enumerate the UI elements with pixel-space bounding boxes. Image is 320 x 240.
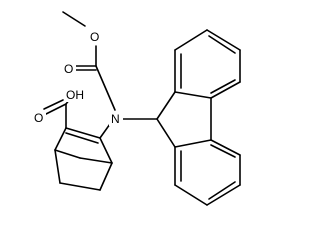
bond-lower-ring-3 [206, 184, 241, 206]
bond-carbonyl-c-n [95, 65, 116, 111]
bond-c9-c9a [156, 91, 176, 120]
bond-n-c3 [99, 123, 111, 139]
bond-c6-c5 [59, 182, 101, 191]
bond-c2-c3-double-b [65, 132, 99, 144]
bond-c5-c4 [99, 162, 113, 191]
bond-c2-c3-double-a [65, 127, 101, 139]
bond-c7-c4 [79, 157, 113, 164]
methoxy-oxygen-label: O [90, 30, 99, 44]
hydroxyl-label: OH [66, 88, 84, 102]
fluorenyl-group [156, 29, 241, 206]
bond-c1-c6 [54, 149, 61, 184]
bond-lower-ring-inner-3 [210, 144, 236, 158]
methoxycarbonyl-group [62, 11, 116, 111]
carboxylic-acid-group [43, 98, 71, 129]
bond-upper-ring-inner-3 [210, 79, 236, 94]
atom-labels: O O N OH O [32, 29, 123, 126]
bond-c9a-c4a [174, 91, 212, 99]
bond-lower-ring-2 [174, 184, 208, 206]
bond-c3-c4 [99, 137, 113, 164]
bond-upper-ring-3 [206, 29, 241, 51]
bond-upper-ring-inner-2 [208, 35, 236, 54]
bond-methyl-methoxy-o [62, 11, 86, 27]
bond-c1-c7 [54, 149, 81, 159]
bond-upper-ring-2 [174, 29, 208, 51]
bond-c8a-c4b [174, 139, 212, 148]
bicycloheptene-core [54, 123, 113, 191]
bond-lower-ring-5 [210, 139, 241, 156]
bond-carboxyl-c-o-double-b [43, 99, 64, 110]
bond-c9-c8a [156, 118, 176, 148]
nitrogen-label: N [111, 112, 120, 126]
acid-carbonyl-oxygen-label: O [34, 111, 43, 125]
bond-c2-c1 [54, 127, 67, 151]
bond-carboxyl-c-o-double-a [45, 103, 67, 115]
ester-carbonyl-oxygen-label: O [64, 62, 73, 76]
bond-lower-ring-inner-2 [208, 181, 236, 200]
bond-upper-ring-5 [210, 81, 241, 99]
chemical-structure-diagram: O O N OH O [32, 11, 241, 206]
